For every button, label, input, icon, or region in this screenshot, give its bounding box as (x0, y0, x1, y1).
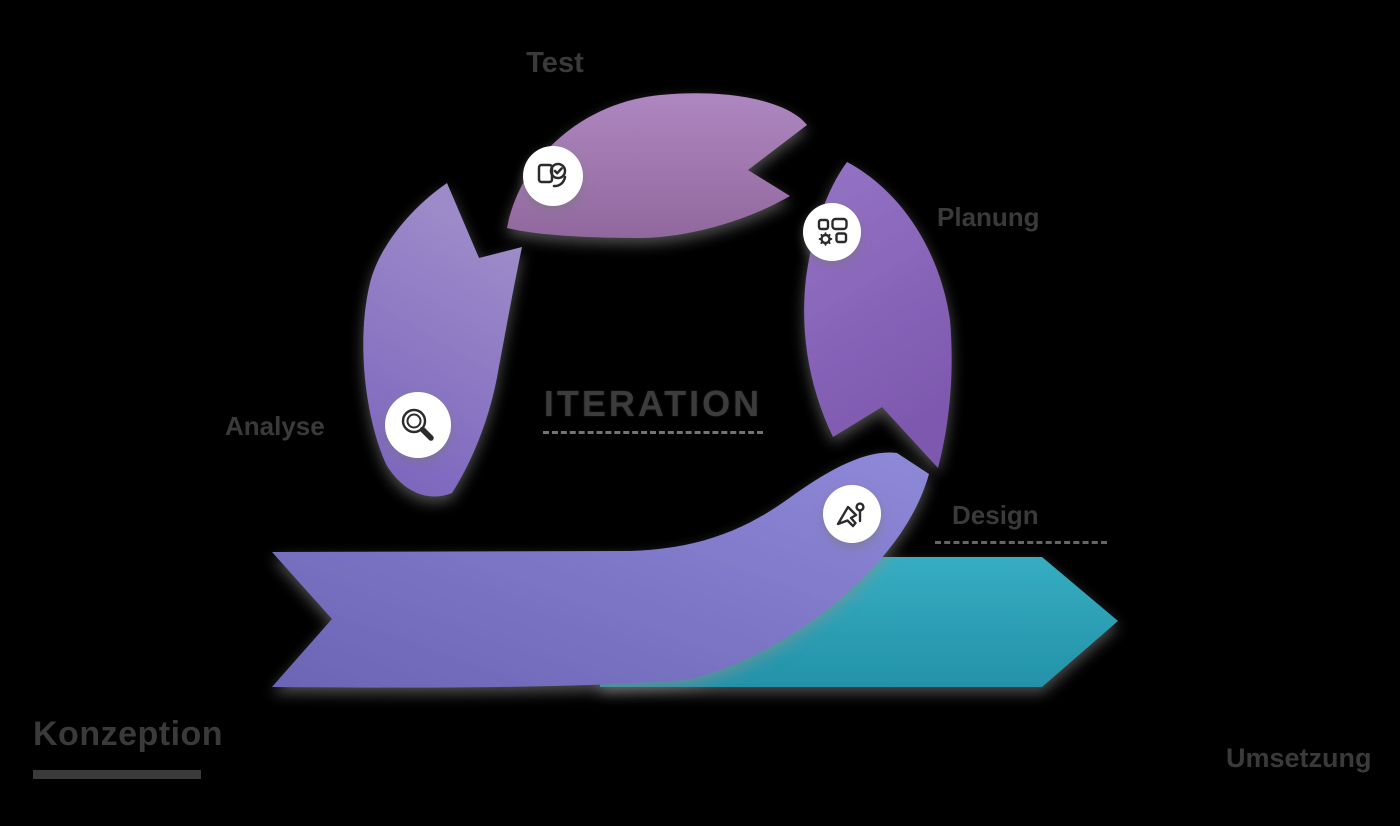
flow-start-label: Konzeption (33, 715, 224, 753)
arc-segment-analyse (363, 183, 522, 497)
flow-ribbon (272, 452, 929, 688)
badge-test (523, 146, 583, 206)
center-title: ITERATION (543, 384, 763, 434)
badge-plan (803, 203, 861, 261)
badge-design (823, 485, 881, 543)
flow-start-underline (33, 770, 201, 779)
document-check-icon (537, 162, 567, 188)
arc-segment-test (507, 93, 807, 239)
phase-label-test: Test (526, 47, 584, 79)
phase-label-analyse: Analyse (225, 411, 325, 441)
magnifier-icon (401, 408, 434, 441)
phase-label-plan: Planung (937, 202, 1040, 232)
badge-analyse (385, 392, 451, 458)
design-cursor-icon (836, 502, 865, 528)
design-label-underline (935, 541, 1107, 544)
phase-label-design: Design (952, 500, 1039, 530)
modules-gear-icon (817, 217, 848, 246)
flow-end-label: Umsetzung (1226, 743, 1372, 773)
